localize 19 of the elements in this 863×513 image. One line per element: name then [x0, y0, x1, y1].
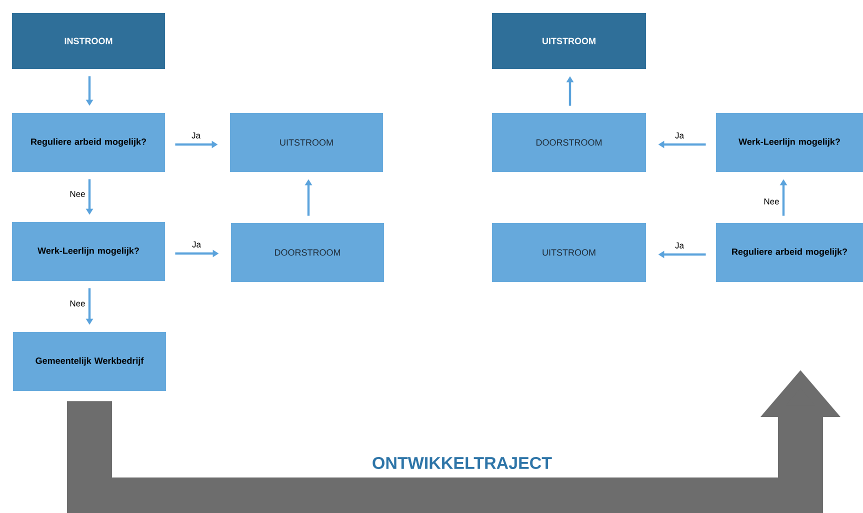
question-box: Reguliere arbeid mogelijk?: [716, 223, 863, 282]
stage-box: UITSTROOM: [230, 113, 383, 172]
stage-box: UITSTROOM: [492, 13, 646, 69]
track-label: ONTWIKKELTRAJECT: [372, 456, 552, 469]
edge-label: Ja: [675, 132, 684, 138]
question-box: Werk-Leerlijn mogelijk?: [12, 222, 165, 281]
stage-box: UITSTROOM: [492, 223, 646, 282]
question-box: Werk-Leerlijn mogelijk?: [716, 113, 863, 172]
edge-label: Nee: [70, 300, 85, 306]
stage-box: DOORSTROOM: [492, 113, 646, 172]
stage-box: DOORSTROOM: [231, 223, 384, 282]
edge-label: Ja: [192, 242, 201, 248]
question-box: Gemeentelijk Werkbedrijf: [13, 332, 166, 391]
edge-label: Ja: [192, 132, 200, 138]
question-box: Reguliere arbeid mogelijk?: [12, 113, 165, 172]
stage-box: INSTROOM: [12, 13, 165, 69]
edge-label: Nee: [70, 191, 85, 197]
edge-label: Nee: [764, 198, 779, 204]
edge-label: Ja: [675, 242, 684, 248]
